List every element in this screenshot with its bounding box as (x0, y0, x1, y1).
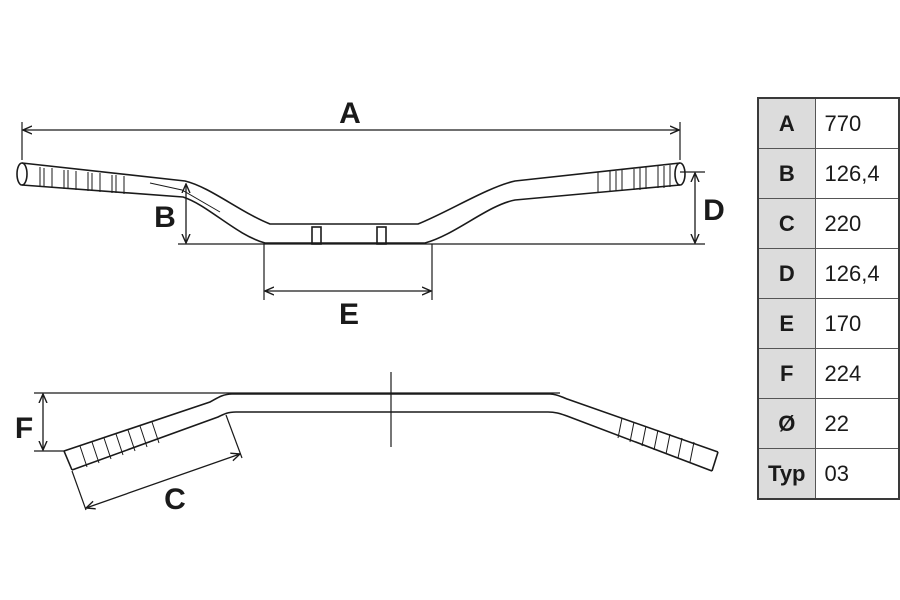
clamp-marker-right (376, 226, 387, 245)
table-row: A 770 (757, 97, 900, 149)
table-value: 770 (814, 97, 900, 149)
dim-c-extension-left (71, 470, 87, 511)
table-key: B (757, 148, 816, 199)
clamp-marker-left (311, 226, 322, 245)
table-row: C 220 (757, 198, 900, 249)
table-row: E 170 (757, 298, 900, 349)
table-value: 126,4 (814, 148, 900, 199)
top-bar-front-edge (71, 411, 713, 472)
dim-label-d: D (703, 194, 725, 227)
front-left-bar-end (16, 162, 28, 186)
dim-label-a: A (339, 97, 361, 130)
table-key: Typ (757, 448, 816, 500)
table-key: C (757, 198, 816, 249)
dim-c-line (86, 454, 240, 508)
table-key: A (757, 97, 816, 149)
top-left-knurling (79, 421, 160, 468)
table-value: 224 (814, 348, 900, 399)
table-key: E (757, 298, 816, 349)
dim-label-b: B (154, 201, 176, 234)
table-row: D 126,4 (757, 248, 900, 299)
table-key: Ø (757, 398, 816, 449)
top-right-knurling (617, 417, 695, 463)
dimension-table: A 770 B 126,4 C 220 D 126,4 E 170 F 224 … (757, 97, 900, 500)
table-row: B 126,4 (757, 148, 900, 199)
top-view (34, 372, 719, 511)
table-value: 22 (814, 398, 900, 449)
front-bar-top-edge (21, 162, 681, 225)
front-left-knurling (39, 167, 125, 194)
dim-label-e: E (339, 298, 359, 331)
table-key: F (757, 348, 816, 399)
table-row: Typ 03 (757, 448, 900, 500)
dim-label-c: C (164, 483, 186, 516)
table-value: 220 (814, 198, 900, 249)
top-left-bar-end (63, 450, 73, 471)
table-value: 126,4 (814, 248, 900, 299)
table-value: 03 (814, 448, 900, 500)
table-key: D (757, 248, 816, 299)
table-value: 170 (814, 298, 900, 349)
dim-c-extension-right (225, 414, 243, 459)
front-bar-bottom-edge (21, 184, 681, 244)
table-row: Ø 22 (757, 398, 900, 449)
table-row: F 224 (757, 348, 900, 399)
dim-label-f: F (15, 412, 33, 445)
top-right-bar-end (711, 451, 719, 472)
front-right-bar-end (674, 162, 686, 186)
front-view (16, 122, 705, 300)
front-right-knurling (597, 165, 671, 193)
